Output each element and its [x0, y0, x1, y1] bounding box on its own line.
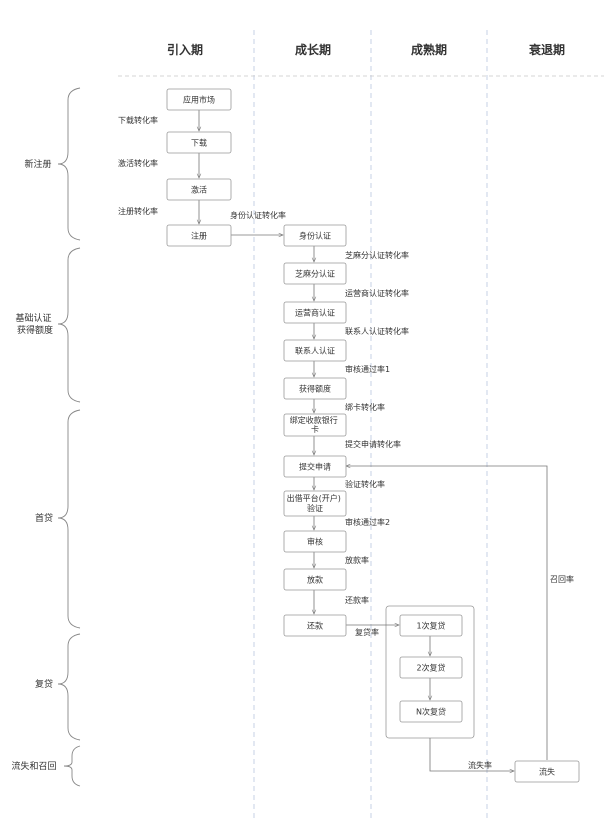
node-get-credit: 获得额度	[283, 377, 347, 400]
brace-auth	[57, 247, 81, 403]
column-header-introduction: 引入期	[167, 42, 203, 57]
column-header-decline: 衰退期	[528, 42, 565, 57]
node-repay: 还款	[283, 614, 347, 637]
edge-label-recall-rate: 召回率	[550, 574, 574, 584]
svg-text:应用市场: 应用市场	[183, 95, 215, 105]
node-download: 下载	[166, 131, 232, 154]
column-header-growth: 成长期	[295, 42, 331, 57]
node-lender-verify: 出借平台(开户) 验证	[283, 490, 347, 517]
svg-text:芝麻分认证: 芝麻分认证	[295, 269, 335, 279]
node-bind-card: 绑定收款银行 卡	[283, 413, 347, 437]
svg-text:2次复贷: 2次复贷	[416, 663, 445, 673]
svg-text:审核: 审核	[307, 537, 323, 547]
node-reloan-1: 1次复贷	[399, 614, 463, 637]
svg-text:激活: 激活	[191, 185, 207, 195]
svg-text:1次复贷: 1次复贷	[416, 621, 445, 631]
edge-label-churn-rate: 流失率	[468, 760, 492, 770]
svg-text:注册: 注册	[191, 231, 207, 241]
column-header-maturity: 成熟期	[411, 42, 447, 57]
edge-label-review-pass-1: 审核通过率1	[345, 364, 390, 374]
svg-text:身份认证: 身份认证	[299, 231, 331, 241]
edge-label-activate-rate: 激活转化率	[118, 158, 158, 168]
node-reloan-2: 2次复贷	[399, 656, 463, 679]
node-reloan-n: N次复贷	[399, 700, 463, 723]
edge-reloan-churn	[429, 738, 514, 771]
stage-label-churn: 流失和召回	[11, 760, 56, 772]
edge-label-bind-card-rate: 绑卡转化率	[345, 402, 385, 412]
brace-register	[57, 87, 81, 241]
node-submit-app: 提交申请	[283, 455, 347, 478]
node-activate: 激活	[166, 178, 232, 201]
edge-label-signup-rate: 注册转化率	[118, 206, 158, 216]
svg-text:提交申请: 提交申请	[299, 462, 331, 472]
node-app-market: 应用市场	[166, 88, 232, 111]
svg-text:联系人认证: 联系人认证	[295, 346, 335, 356]
edge-label-disburse-rate: 放款率	[345, 555, 369, 565]
svg-text:还款: 还款	[307, 621, 323, 631]
svg-text:流失: 流失	[539, 767, 555, 777]
svg-text:N次复贷: N次复贷	[416, 707, 446, 717]
svg-text:绑定收款银行 卡: 绑定收款银行 卡	[290, 415, 341, 434]
brace-reloan	[57, 633, 81, 741]
edge-label-sesame-rate: 芝麻分认证转化率	[345, 250, 409, 260]
node-churned: 流失	[514, 760, 580, 783]
connectors	[199, 110, 548, 771]
node-disburse: 放款	[283, 568, 347, 591]
edge-label-contact-rate: 联系人认证转化率	[345, 326, 409, 336]
node-carrier-auth: 运营商认证	[283, 301, 347, 324]
edge-label-download-rate: 下载转化率	[118, 115, 158, 125]
stage-label-auth: 基础认证 获得额度	[16, 312, 55, 336]
svg-text:出借平台(开户) 验证: 出借平台(开户) 验证	[287, 493, 344, 513]
stage-label-firstloan: 首贷	[35, 512, 53, 524]
edge-label-verify-rate: 验证转化率	[345, 479, 385, 489]
svg-text:获得额度: 获得额度	[299, 384, 331, 394]
node-sesame-auth: 芝麻分认证	[283, 262, 347, 285]
edge-label-carrier-rate: 运营商认证转化率	[345, 288, 409, 298]
node-review: 审核	[283, 530, 347, 553]
edge-label-review-pass-2: 审核通过率2	[345, 517, 390, 527]
edge-label-submit-rate: 提交申请转化率	[345, 439, 401, 449]
svg-text:运营商认证: 运营商认证	[295, 308, 335, 318]
edge-label-repay-rate: 还款率	[345, 595, 369, 605]
node-signup: 注册	[166, 224, 232, 247]
node-id-auth: 身份认证	[283, 224, 347, 247]
brace-firstloan	[57, 409, 81, 629]
svg-text:放款: 放款	[307, 575, 323, 585]
node-contact-auth: 联系人认证	[283, 339, 347, 362]
edge-label-id-auth-rate: 身份认证转化率	[230, 210, 286, 220]
brace-churn	[63, 745, 81, 787]
stage-label-register: 新注册	[24, 158, 51, 170]
svg-text:下载: 下载	[191, 138, 207, 148]
edge-label-reloan-rate: 复贷率	[355, 627, 379, 637]
stage-label-reloan: 复贷	[35, 678, 53, 690]
edge-churn-recall	[346, 466, 548, 760]
